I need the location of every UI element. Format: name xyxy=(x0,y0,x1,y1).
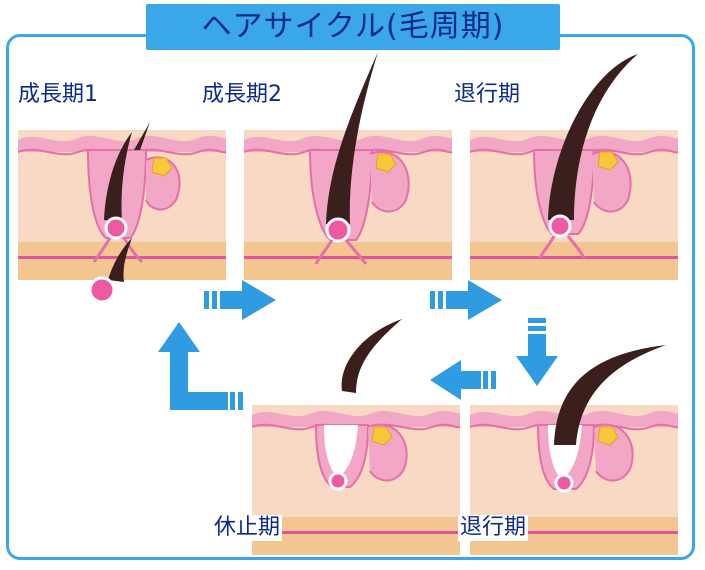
stage-tile-anagen1 xyxy=(17,122,227,304)
arrow-down-icon xyxy=(516,318,558,386)
arrow-right-icon xyxy=(204,280,276,320)
stage-label-catagen-top: 退行期 xyxy=(452,82,523,108)
stage-label-anagen1: 成長期1 xyxy=(16,82,100,108)
arrow-up-icon xyxy=(158,322,243,410)
stage-tile-telogen xyxy=(251,319,461,556)
stage-tile-catagen-top xyxy=(469,54,679,281)
stage-label-telogen: 休止期 xyxy=(212,515,283,541)
diagram-title: ヘアサイクル(毛周期) xyxy=(201,9,505,44)
arrow-right-icon xyxy=(430,280,502,320)
title-banner xyxy=(146,4,560,50)
arrow-left-icon xyxy=(430,360,496,400)
stage-tile-anagen2 xyxy=(243,52,453,281)
stage-tile-catagen-bottom xyxy=(469,345,679,556)
stage-label-anagen2: 成長期2 xyxy=(200,82,284,108)
stage-label-catagen-bottom: 退行期 xyxy=(458,515,529,541)
